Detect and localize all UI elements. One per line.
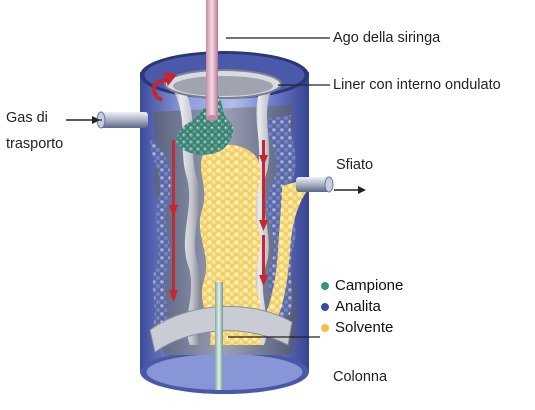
syringe-needle — [206, 0, 218, 118]
legend-label-campione: Campione — [335, 277, 403, 295]
carrier-gas-label-line2: trasporto — [6, 135, 63, 153]
legend-label-analita: Analita — [335, 298, 381, 316]
liner-label: Liner con interno ondulato — [333, 76, 501, 94]
legend-dot-campione — [321, 282, 329, 290]
column-label: Colonna — [333, 368, 387, 386]
vent-arrow — [334, 186, 366, 194]
legend-label-solvente: Solvente — [335, 319, 393, 337]
vent-outlet — [296, 177, 333, 192]
needle-label: Ago della siringa — [333, 29, 440, 47]
carrier-gas-inlet — [97, 112, 148, 128]
vent-label: Sfiato — [336, 156, 373, 174]
legend-dot-analita — [321, 303, 329, 311]
carrier-gas-label-line1: Gas di — [6, 109, 48, 127]
legend-dot-solvente — [321, 324, 329, 332]
column-tube — [215, 282, 223, 390]
gas-inlet-arrow — [66, 116, 100, 124]
